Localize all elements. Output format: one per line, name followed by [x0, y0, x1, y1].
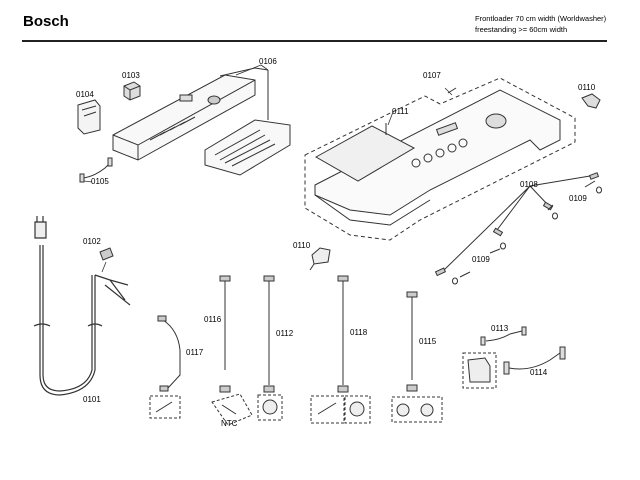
brand-title: Bosch [23, 13, 69, 30]
part-0108-screws[interactable] [434, 172, 600, 277]
label-0103: 0103 [122, 71, 140, 80]
label-0102: 0102 [83, 237, 101, 246]
part-0105-wire[interactable] [79, 157, 113, 183]
part-0112-harness[interactable] [257, 275, 283, 421]
model-description: Frontloader 70 cm width (Worldwasher) fr… [475, 13, 606, 35]
label-0101: 0101 [83, 395, 101, 404]
label-0106: 0106 [259, 57, 277, 66]
part-0113-wire[interactable] [480, 326, 527, 346]
label-0109-right: 0109 [569, 194, 587, 203]
pump-module[interactable] [462, 352, 497, 389]
label-0115: 0115 [419, 337, 437, 346]
part-0116-ntc-harness[interactable] [211, 275, 253, 426]
part-0103-cube[interactable] [123, 81, 141, 101]
model-line-2: freestanding >= 60cm width [475, 25, 568, 34]
part-0107-control-panel[interactable] [304, 77, 576, 241]
part-0109-washers[interactable] [452, 180, 602, 285]
label-0111: 0111 [392, 107, 409, 116]
leader-lines [83, 64, 453, 273]
part-0114-wire[interactable] [503, 346, 566, 375]
part-0118-harness[interactable] [310, 275, 371, 424]
part-0110-clip-left[interactable] [309, 247, 331, 271]
part-0110-clip-right[interactable] [581, 93, 601, 109]
part-0115-harness[interactable] [391, 291, 443, 423]
label-0112: 0112 [276, 329, 294, 338]
part-0102-strain-relief[interactable] [99, 247, 114, 261]
label-0105: 0105 [91, 177, 109, 186]
label-0113: 0113 [491, 324, 509, 333]
part-0106-control-module[interactable] [112, 67, 291, 176]
label-0118: 0118 [350, 328, 368, 337]
label-ntc: NTC [221, 419, 238, 428]
label-0110-right: 0110 [578, 83, 596, 92]
label-0114: 0114 [530, 368, 548, 377]
label-0107: 0107 [423, 71, 441, 80]
label-0116: 0116 [204, 315, 222, 324]
model-line-1: Frontloader 70 cm width (Worldwasher) [475, 14, 607, 23]
part-0111-cover-sheet[interactable] [314, 123, 416, 182]
label-0109-left: 0109 [472, 255, 490, 264]
part-0117-harness[interactable] [149, 315, 181, 419]
part-0104-relay[interactable] [77, 99, 101, 135]
label-0110-left: 0110 [293, 241, 311, 250]
header-divider [22, 40, 607, 42]
label-0104: 0104 [76, 90, 94, 99]
label-0108: 0108 [520, 180, 538, 189]
label-0117: 0117 [186, 348, 204, 357]
part-0101-power-cord[interactable] [33, 216, 131, 396]
